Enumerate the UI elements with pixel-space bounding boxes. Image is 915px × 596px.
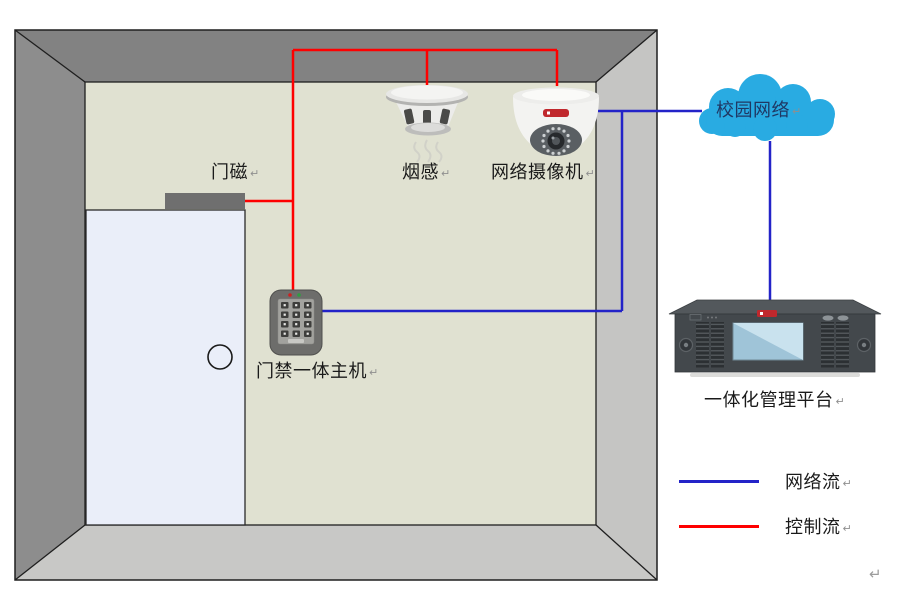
line-break-mark: ↵ (585, 168, 596, 180)
line-break-mark: ↵ (441, 168, 451, 180)
legend-network-flow-label: 网络流↵ (785, 472, 853, 492)
keypad-led-green (297, 293, 301, 297)
paragraph-mark: ↵ (869, 566, 882, 583)
line-break-mark: ↵ (792, 106, 802, 118)
campus-network-cloud (699, 74, 835, 141)
line-break-mark: ↵ (835, 396, 846, 408)
server-brand-logo (757, 310, 777, 317)
ip-camera-icon (513, 87, 599, 156)
ip-camera-label: 网络摄像机↵ (491, 162, 596, 182)
legend-control-flow-line (679, 525, 759, 528)
camera-ir-leds (541, 127, 571, 155)
line-break-mark: ↵ (842, 478, 853, 490)
door-magnet-icon (165, 193, 245, 209)
smoke-detector-label: 烟感↵ (402, 162, 451, 182)
legend-network-flow-line (679, 480, 759, 483)
control-flow-lines (245, 48, 559, 291)
door (85, 209, 246, 526)
camera-brand-logo (543, 109, 569, 117)
door-magnet-label: 门磁↵ (211, 162, 260, 182)
server-grille (696, 322, 709, 368)
access-keypad-label: 门禁一体主机↵ (256, 361, 379, 381)
access-keypad-icon (269, 289, 323, 356)
keypad-led-red (288, 293, 292, 297)
management-server-icon (668, 299, 882, 377)
smoke-detector-icon (386, 85, 468, 163)
campus-network-label: 校园网络↵ (716, 100, 802, 120)
line-break-mark: ↵ (842, 523, 853, 535)
legend-control-flow-label: 控制流↵ (785, 517, 853, 537)
network-flow-lines (322, 109, 772, 313)
keypad-keys (281, 302, 312, 343)
server-grille (821, 322, 834, 368)
door-knob (207, 344, 233, 370)
line-break-mark: ↵ (369, 367, 379, 379)
room-walls (14, 29, 658, 581)
line-break-mark: ↵ (250, 168, 260, 180)
server-grille (711, 322, 724, 368)
server-grille (836, 322, 849, 368)
management-platform-label: 一体化管理平台↵ (704, 390, 846, 410)
smoke-wisps (413, 139, 443, 163)
